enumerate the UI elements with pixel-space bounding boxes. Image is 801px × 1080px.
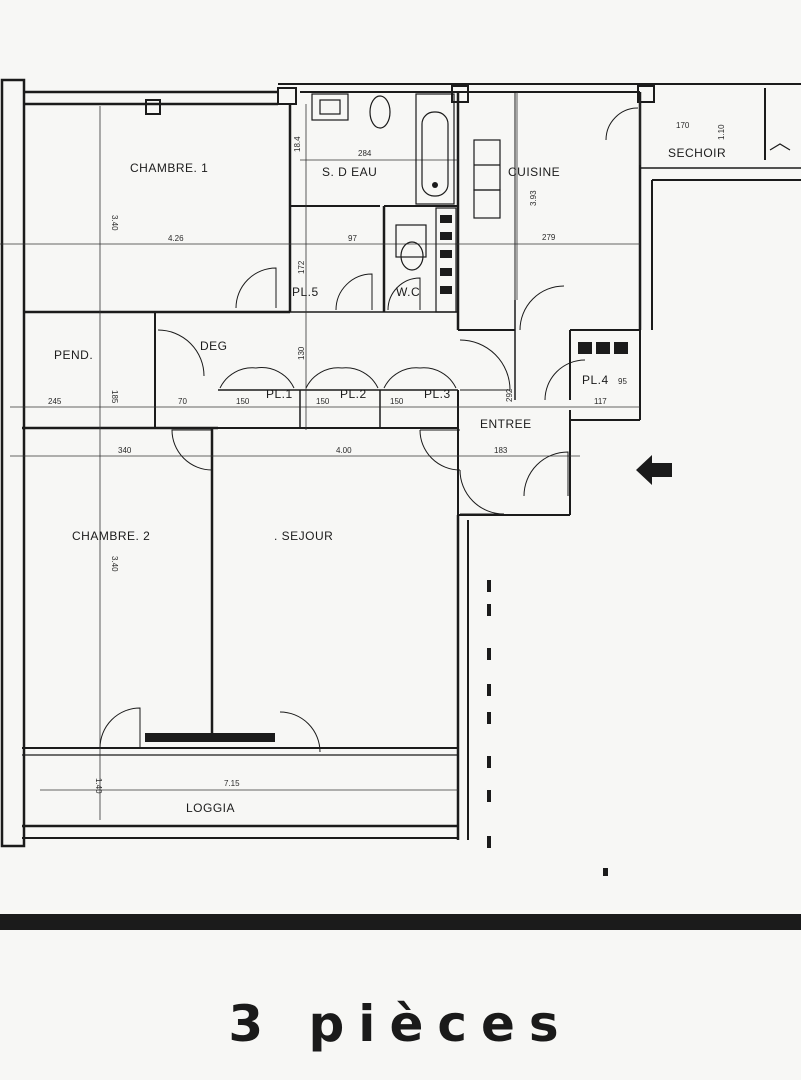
door-chambre2[interactable] xyxy=(171,429,213,471)
room-entree: ENTREE xyxy=(480,417,532,431)
room-deg: DEG xyxy=(200,339,228,353)
door-wc[interactable] xyxy=(387,277,421,311)
room-pl3: PL.3 xyxy=(424,387,451,401)
door-pl4[interactable] xyxy=(544,359,586,401)
door-sechoir[interactable] xyxy=(605,107,639,141)
dim-150a: 150 xyxy=(236,397,250,406)
dim-340a: 3.40 xyxy=(110,215,119,231)
door-pl5[interactable] xyxy=(335,273,373,311)
cooktop-icon xyxy=(473,189,501,219)
room-chambre2: CHAMBRE. 2 xyxy=(72,529,150,543)
dim-117: 117 xyxy=(594,397,607,406)
door-pl2[interactable] xyxy=(305,367,379,389)
wc-bowl-icon xyxy=(400,241,424,271)
bathtub-icon xyxy=(415,93,455,205)
door-deg-entree[interactable] xyxy=(459,339,511,391)
sejour-window-sill xyxy=(145,733,275,742)
wc-storage xyxy=(435,207,457,313)
room-cuisine: CUISINE xyxy=(508,165,560,179)
dim-426: 4.26 xyxy=(168,234,184,243)
room-pl1: PL.1 xyxy=(266,387,293,401)
wc-shelves xyxy=(440,215,452,294)
dim-393: 3.93 xyxy=(529,190,538,206)
washbasin-inner xyxy=(319,99,341,115)
room-labels: CHAMBRE. 1 S. D EAU CUISINE SECHOIR PEND… xyxy=(54,146,726,815)
dim-150c: 150 xyxy=(390,397,404,406)
door-entree-sejour[interactable] xyxy=(419,429,461,471)
dim-715: 7.15 xyxy=(224,779,240,788)
dim-284: 284 xyxy=(358,149,372,158)
column-2 xyxy=(277,87,297,105)
door-pend[interactable] xyxy=(157,329,205,377)
bathtub-drain xyxy=(432,182,438,188)
door-sejour[interactable] xyxy=(459,469,505,515)
dim-95: 95 xyxy=(618,377,627,386)
dim-279: 279 xyxy=(542,233,556,242)
wc-tank-icon xyxy=(395,224,427,258)
toilet-bidet-icon xyxy=(369,95,391,129)
doors xyxy=(99,107,639,753)
column-1 xyxy=(145,99,161,115)
dim-140: 1.40 xyxy=(94,778,103,794)
dim-184: 18.4 xyxy=(293,136,302,152)
dim-340c: 3.40 xyxy=(110,556,119,572)
room-sdeau: S. D EAU xyxy=(322,165,377,179)
dim-130: 130 xyxy=(297,346,306,360)
room-pl4: PL.4 xyxy=(582,373,609,387)
fixtures xyxy=(311,93,791,354)
door-loggia-chambre2[interactable] xyxy=(99,707,141,749)
door-pl3[interactable] xyxy=(383,367,457,389)
plan-caption: 3 pièces xyxy=(228,995,573,1053)
room-wc: W.C xyxy=(396,285,420,299)
room-sechoir: SECHOIR xyxy=(668,146,726,160)
entrance-arrow-icon xyxy=(636,455,672,485)
divider-bar xyxy=(0,914,801,930)
column-4 xyxy=(637,85,655,103)
exterior-walls xyxy=(0,78,801,848)
dimension-lines xyxy=(0,92,641,820)
room-pl5: PL.5 xyxy=(292,285,319,299)
floor-plan: CHAMBRE. 1 S. D EAU CUISINE SECHOIR PEND… xyxy=(0,78,801,876)
facade-dashes xyxy=(487,580,608,876)
dim-97: 97 xyxy=(348,234,357,243)
dim-150b: 150 xyxy=(316,397,330,406)
room-loggia: LOGGIA xyxy=(186,801,235,815)
room-chambre1: CHAMBRE. 1 xyxy=(130,161,208,175)
dim-245: 245 xyxy=(48,397,62,406)
door-loggia-sejour[interactable] xyxy=(279,711,321,753)
washbasin-icon xyxy=(311,93,349,121)
pl4-shelves xyxy=(578,342,628,354)
dim-340b: 340 xyxy=(118,446,132,455)
interior-walls xyxy=(22,92,640,735)
room-pend: PEND. xyxy=(54,348,93,362)
left-outer-wall xyxy=(0,78,26,848)
room-sejour: . SEJOUR xyxy=(274,529,333,543)
sechoir-drain-icon xyxy=(769,143,791,151)
dim-170: 170 xyxy=(676,121,690,130)
dim-292: 292 xyxy=(505,388,514,402)
bathtub-inner xyxy=(421,111,449,197)
dim-110: 1.10 xyxy=(717,124,726,140)
room-pl2: PL.2 xyxy=(340,387,367,401)
door-chambre1[interactable] xyxy=(235,267,277,309)
door-cuisine[interactable] xyxy=(519,285,565,331)
dim-400: 4.00 xyxy=(336,446,352,455)
door-entrance[interactable] xyxy=(523,451,569,497)
dim-183: 183 xyxy=(494,446,508,455)
dim-70: 70 xyxy=(178,397,187,406)
door-pl1[interactable] xyxy=(219,367,295,389)
dim-185: 185 xyxy=(110,390,119,404)
dimension-labels: 284 18.4 4.26 3.40 97 172 279 3.93 170 1… xyxy=(48,121,726,794)
dim-172: 172 xyxy=(297,260,306,274)
